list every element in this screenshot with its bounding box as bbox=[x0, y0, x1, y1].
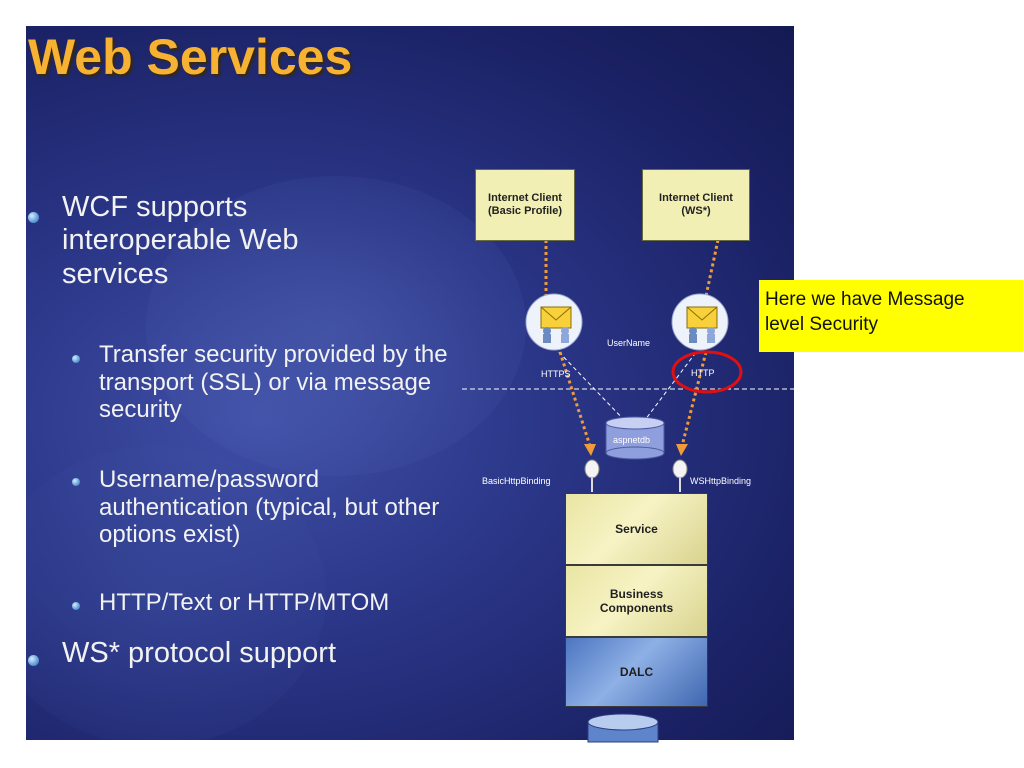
service-layer-box: Service bbox=[565, 493, 708, 565]
bullet-dot bbox=[72, 602, 80, 610]
basic-http-binding-label: BasicHttpBinding bbox=[482, 476, 551, 486]
bullet-level1: WS* protocol support bbox=[62, 637, 337, 669]
binding-connector-icon bbox=[672, 459, 688, 492]
database-icon bbox=[605, 416, 665, 460]
bullet-level1: WCF supports interoperable Web services bbox=[62, 191, 299, 290]
bullet-dot bbox=[28, 655, 39, 666]
arrow-line bbox=[704, 239, 720, 297]
background-glow bbox=[146, 176, 526, 476]
bullet-level2: Transfer security provided by the transp… bbox=[99, 341, 448, 424]
bullet-level2: HTTP/Text or HTTP/MTOM bbox=[99, 589, 390, 616]
binding-connector-icon bbox=[584, 459, 600, 492]
ws-http-binding-label: WSHttpBinding bbox=[690, 476, 752, 486]
bullet-dot bbox=[72, 355, 80, 363]
business-components-layer-box: Business Components bbox=[565, 565, 708, 637]
bullet-dot bbox=[28, 212, 39, 223]
bullet-dot bbox=[72, 478, 80, 486]
arrow-line bbox=[680, 351, 708, 447]
username-label: UserName bbox=[607, 338, 651, 348]
slide: Web Services WCF supports interoperable … bbox=[26, 26, 794, 740]
annotation-callout: Here we have Message level Security bbox=[759, 280, 1023, 352]
arrow-head bbox=[584, 444, 596, 456]
http-label: HTTP bbox=[691, 368, 715, 378]
envelope-icon bbox=[686, 306, 718, 343]
dalc-layer-box: DALC bbox=[565, 637, 708, 707]
connector-line bbox=[553, 346, 629, 425]
internet-client-ws-box: Internet Client (WS*) bbox=[642, 169, 750, 241]
bullet-level2: Username/password authentication (typica… bbox=[99, 466, 440, 549]
highlight-ellipse bbox=[671, 350, 743, 394]
arrow-line bbox=[558, 351, 592, 447]
envelope-icon bbox=[540, 306, 572, 343]
connector-line bbox=[641, 346, 701, 425]
https-label: HTTPS bbox=[541, 369, 571, 379]
internet-client-basic-box: Internet Client (Basic Profile) bbox=[475, 169, 575, 241]
background-glow bbox=[26, 446, 326, 740]
slide-title: Web Services bbox=[28, 29, 353, 85]
database-label: aspnetdb bbox=[613, 435, 651, 445]
arrow-head bbox=[676, 444, 688, 456]
database-icon bbox=[587, 713, 659, 743]
